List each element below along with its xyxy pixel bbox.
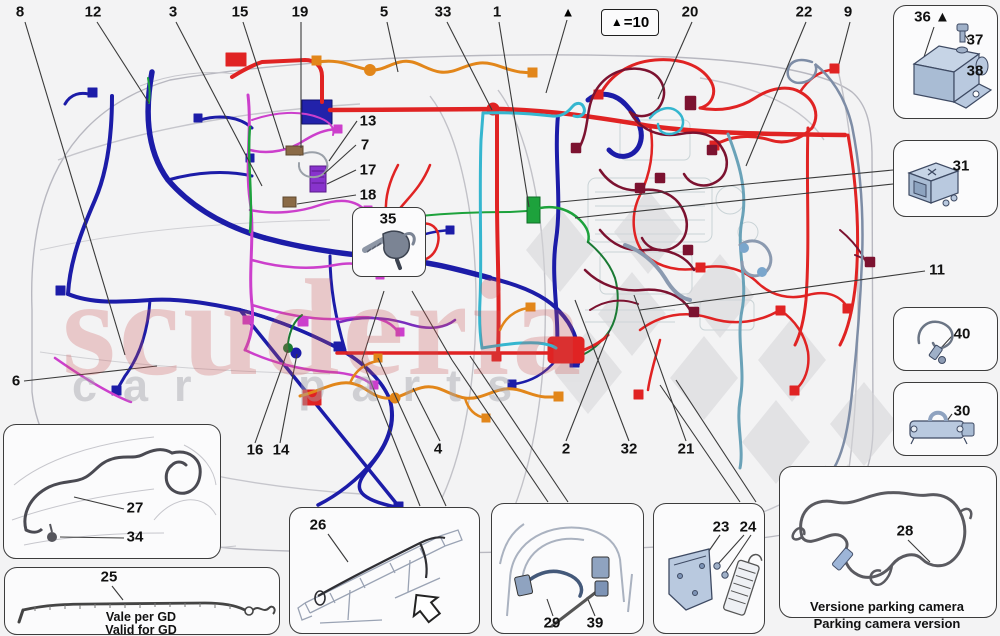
green-connector <box>526 196 541 224</box>
callout-28: 28 <box>896 522 914 540</box>
red-connector-blob <box>547 336 585 364</box>
purple-connector <box>309 165 327 193</box>
callout-39: 39 <box>586 614 604 632</box>
callout-leader-lines <box>23 19 926 507</box>
callout-37: 37 <box>966 31 984 49</box>
callout-9: 9 <box>843 3 853 21</box>
callout-12: 12 <box>84 3 102 21</box>
callout-27: 27 <box>126 499 144 517</box>
caption-28-italian: Versione parking camera <box>810 599 964 614</box>
callout-40: 40 <box>953 325 971 343</box>
relay-part-drawing <box>912 23 993 109</box>
callout-15: 15 <box>231 3 249 21</box>
part-13-loop <box>297 151 329 179</box>
callout-17: 17 <box>359 161 377 179</box>
callout-16: 16 <box>246 441 264 459</box>
callout-2: 2 <box>561 440 571 458</box>
callout-6: 6 <box>11 372 21 390</box>
dashboard-frame-drawing <box>297 529 463 624</box>
inset-box-23-24 <box>653 503 765 634</box>
inset-box-28 <box>779 466 997 618</box>
callout-13: 13 <box>359 112 377 130</box>
tan-connector-18 <box>282 196 297 208</box>
bracket-drawing <box>668 534 763 616</box>
inset-box-40 <box>893 307 998 371</box>
callout-21: 21 <box>677 440 695 458</box>
callout-3: 3 <box>168 3 178 21</box>
callout-18: 18 <box>359 186 377 204</box>
cable-40-part-drawing <box>917 320 954 364</box>
caption-25-english: Valid for GD <box>105 623 177 636</box>
clamp-part-drawing <box>362 230 416 270</box>
callout-19: 19 <box>291 3 309 21</box>
inset-box-35 <box>352 207 426 277</box>
callout-14: 14 <box>272 441 290 459</box>
harness-green <box>147 77 619 357</box>
inset-box-30 <box>893 382 998 456</box>
callout-25: 25 <box>100 568 118 586</box>
callout-30: 30 <box>953 402 971 420</box>
wire-22 <box>726 132 746 470</box>
inset-box-36 <box>893 5 998 119</box>
callout-7: 7 <box>360 136 370 154</box>
harness-maroon <box>570 67 876 318</box>
sensor-30-part-drawing <box>909 410 975 445</box>
callout-11: 11 <box>929 261 945 279</box>
harness-steel <box>282 58 864 470</box>
callout-5: 5 <box>379 3 389 21</box>
camera-cable-drawing <box>499 523 633 628</box>
legend-value: =10 <box>623 14 650 31</box>
legend-box: ▲ =10 <box>601 9 659 36</box>
callout-31: 31 <box>952 157 970 175</box>
callout-23: 23 <box>712 518 730 536</box>
cable-25-drawing <box>17 585 276 624</box>
callout-35: 35 <box>379 210 397 228</box>
module-31-part-drawing <box>907 162 960 207</box>
callout-20: 20 <box>681 3 699 21</box>
callout-8: 8 <box>15 3 25 21</box>
blue-connector-block <box>301 99 333 125</box>
callout-33: 33 <box>434 3 452 21</box>
callout-38: 38 <box>966 62 984 80</box>
callout-1: 1 <box>492 3 502 21</box>
triangle-symbol: ▲ <box>561 4 575 20</box>
callout-22: 22 <box>795 3 813 21</box>
inset-box-31 <box>893 140 998 217</box>
harness-orange <box>298 55 564 423</box>
inset-box-25 <box>4 567 280 635</box>
parking-camera-cable-drawing <box>791 491 973 586</box>
legend-triangle-icon: ▲ <box>610 14 623 29</box>
callout-29: 29 <box>543 614 561 632</box>
front-harness-drawing <box>11 436 217 546</box>
tan-connector-15 <box>285 145 304 156</box>
caption-25-italian: Vale per GD <box>105 610 177 624</box>
inset-box-26 <box>289 507 480 634</box>
caption-28-english: Parking camera version <box>813 616 961 631</box>
harness-purple <box>309 165 457 329</box>
callout-34: 34 <box>126 528 144 546</box>
callout-24: 24 <box>739 518 757 536</box>
callout-32: 32 <box>620 440 638 458</box>
callout-4: 4 <box>433 440 443 458</box>
inset-box-29-39 <box>491 503 644 634</box>
harness-cyan <box>478 101 685 350</box>
callout-36: 36 ▲ <box>914 8 950 26</box>
callout-26: 26 <box>309 516 327 534</box>
inset-box-27-34 <box>3 424 221 559</box>
harness-6-pigtail <box>53 356 133 404</box>
